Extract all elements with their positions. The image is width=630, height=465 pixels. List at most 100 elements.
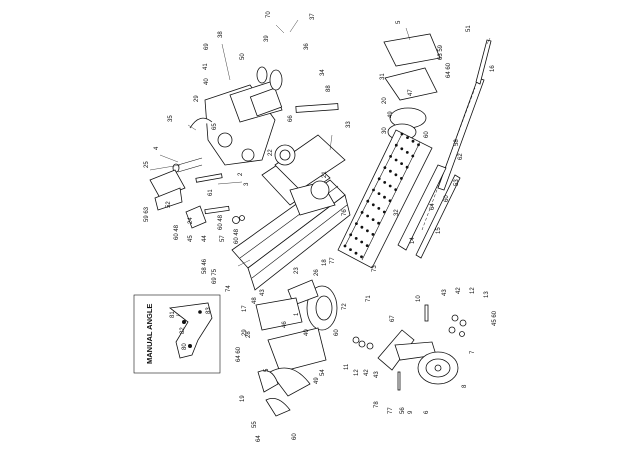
callout-58: 58 xyxy=(454,139,460,146)
callout-33: 33 xyxy=(346,121,352,128)
manual-angle-inset xyxy=(133,294,221,374)
callout-20: 20 xyxy=(382,97,388,104)
callout-49b: 49 xyxy=(314,377,320,384)
side-panel xyxy=(397,164,461,259)
callout-63-59: 63 59 xyxy=(438,44,444,60)
callout-18: 18 xyxy=(322,259,328,266)
callout-52: 52 xyxy=(166,201,172,208)
callout-66: 66 xyxy=(288,115,294,122)
callout-70: 70 xyxy=(266,11,272,18)
callout-24: 24 xyxy=(188,217,194,224)
rotor-spike xyxy=(377,177,381,181)
rotor-spike xyxy=(349,248,352,252)
callout-71: 71 xyxy=(366,295,372,302)
callout-80: 80 xyxy=(182,343,188,350)
inset-title: MANUAL ANGLE xyxy=(145,304,154,364)
rotor-spike xyxy=(377,207,381,210)
callout-7: 7 xyxy=(470,350,476,354)
callout-59-63: 59 63 xyxy=(144,206,150,222)
rotor-spike xyxy=(394,188,398,192)
callout-23: 23 xyxy=(294,267,300,274)
callout-37: 37 xyxy=(310,13,316,20)
callout-73: 73 xyxy=(372,265,378,272)
callout-11: 11 xyxy=(344,363,350,370)
callout-39: 39 xyxy=(264,35,270,42)
callout-67: 67 xyxy=(390,315,396,322)
callout-56: 56 xyxy=(400,407,406,414)
rotor-spike xyxy=(371,218,375,222)
callout-82: 82 xyxy=(180,327,186,334)
callout-77: 77 xyxy=(330,257,336,264)
callout-12b: 12 xyxy=(470,287,476,294)
callout-62: 62 xyxy=(458,153,464,160)
callout-43b: 43 xyxy=(374,371,380,378)
rotor-spike xyxy=(360,240,364,244)
callout-19: 19 xyxy=(240,395,246,402)
callout-2: 2 xyxy=(238,172,244,176)
rotor-spike xyxy=(371,203,375,207)
rotor-spike xyxy=(417,143,420,147)
callout-60-48b: 60 48 xyxy=(174,224,180,240)
callout-15: 15 xyxy=(436,227,442,234)
left-brackets xyxy=(149,169,245,229)
callout-45-60: 45 60 xyxy=(492,310,498,326)
callout-69: 69 xyxy=(204,43,210,50)
callout-74: 74 xyxy=(226,285,232,292)
callout-78: 78 xyxy=(374,401,380,408)
callout-60-48a: 60 48 xyxy=(218,214,224,230)
leader-lines xyxy=(149,19,491,267)
callout-36: 36 xyxy=(304,43,310,50)
callout-labels: 70 37 5 51 16 38 39 36 69 41 40 50 29 34… xyxy=(144,11,498,442)
gauge-wheel xyxy=(377,329,459,385)
rotor-spike xyxy=(394,173,398,177)
callout-34: 34 xyxy=(320,69,326,76)
rotor-spike xyxy=(382,210,386,214)
callout-60a: 60 xyxy=(424,131,430,138)
callout-60b: 60 xyxy=(444,195,450,202)
rotor-spike xyxy=(354,237,358,240)
rotor-spike xyxy=(349,233,353,237)
callout-83: 83 xyxy=(206,307,212,314)
callout-72: 72 xyxy=(342,303,348,310)
gearbox xyxy=(274,144,336,216)
callout-57: 57 xyxy=(220,235,226,242)
callout-42b: 42 xyxy=(456,287,462,294)
rotor-spike xyxy=(405,165,409,169)
rotor-spike xyxy=(400,147,404,151)
callout-32: 32 xyxy=(394,209,400,216)
callout-49: 49 xyxy=(388,111,394,118)
callout-55: 55 xyxy=(252,421,258,428)
callout-8: 8 xyxy=(462,384,468,388)
rotor-spike xyxy=(360,225,364,229)
rotor-spike xyxy=(383,166,387,170)
callout-60d: 60 xyxy=(292,433,298,440)
hitch-assembly xyxy=(172,66,339,173)
callout-40: 40 xyxy=(204,78,210,85)
long-shaft xyxy=(421,39,492,231)
callout-45: 45 xyxy=(188,235,194,242)
hood-assembly xyxy=(383,33,441,141)
callout-28: 28 xyxy=(246,331,252,338)
callout-60-48c: 60 48 xyxy=(234,228,240,244)
rotor-spike xyxy=(411,154,415,158)
rotor-drum xyxy=(337,129,433,269)
callout-29: 29 xyxy=(194,95,200,102)
rotor-spike xyxy=(411,139,415,143)
callout-26: 26 xyxy=(314,269,320,276)
callout-16: 16 xyxy=(490,65,496,72)
rotor-spike xyxy=(366,214,369,218)
callout-61: 61 xyxy=(208,189,214,196)
callout-5b: 5 xyxy=(264,368,270,372)
rotor-spike xyxy=(383,195,386,199)
callout-76: 76 xyxy=(342,209,348,216)
callout-40b: 40 xyxy=(304,329,310,336)
callout-69-75: 69 75 xyxy=(212,268,218,284)
callout-21: 21 xyxy=(322,171,328,178)
rotor-spike xyxy=(355,222,358,226)
rotor-spike xyxy=(394,143,398,147)
rotor-spike xyxy=(405,151,409,154)
rotor-spike xyxy=(400,177,403,180)
callout-29b: 29 xyxy=(242,329,248,336)
callout-43c: 43 xyxy=(442,289,448,296)
